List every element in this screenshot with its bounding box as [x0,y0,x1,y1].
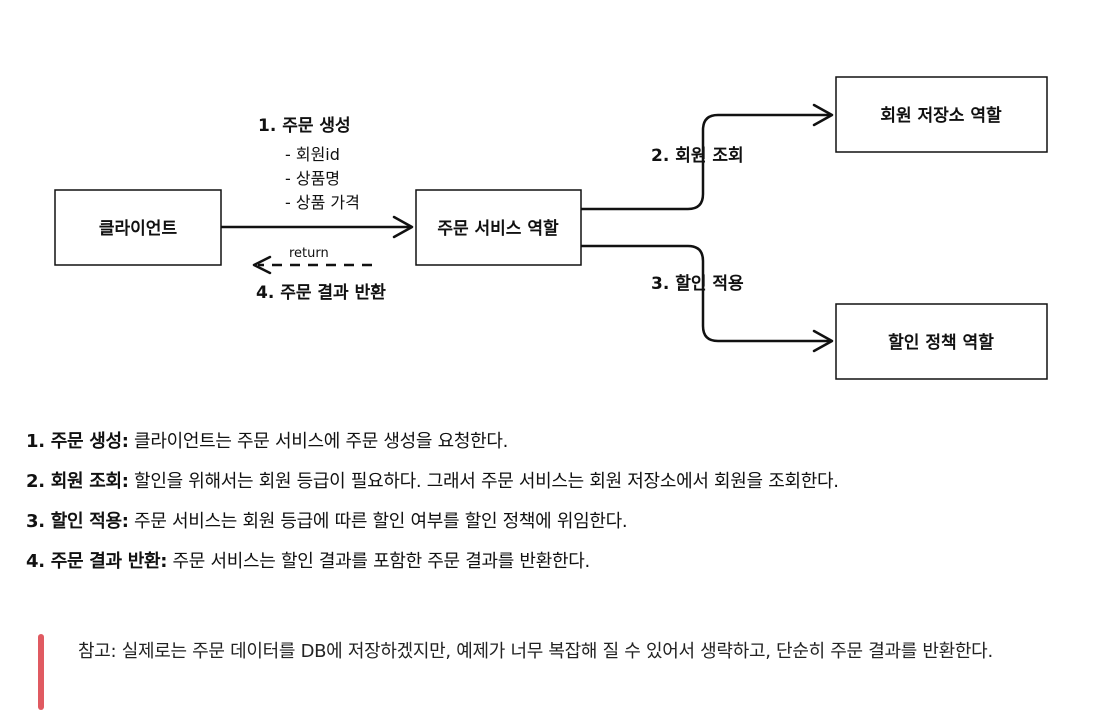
node-member-repository-label: 회원 저장소 역할 [880,106,1002,126]
edge-return-result: return 4. 주문 결과 반환 [252,246,386,303]
node-client-label: 클라이언트 [99,219,178,239]
step-item: 2. 회원 조회: 할인을 위해서는 회원 등급이 필요하다. 그래서 주문 서… [26,462,1096,502]
edge-return-result-title: 4. 주문 결과 반환 [256,283,386,303]
step-description: 할인을 위해서는 회원 등급이 필요하다. 그래서 주문 서비스는 회원 저장소… [128,471,839,492]
edge-apply-discount-title: 3. 할인 적용 [651,274,744,294]
step-heading: 4. 주문 결과 반환: [26,551,168,572]
step-description: 주문 서비스는 회원 등급에 따른 할인 여부를 할인 정책에 위임한다. [128,511,628,532]
arrowhead-return [252,255,272,275]
node-discount-policy-label: 할인 정책 역할 [888,333,994,353]
step-item: 1. 주문 생성: 클라이언트는 주문 서비스에 주문 생성을 요청한다. [26,422,1096,462]
step-item: 3. 할인 적용: 주문 서비스는 회원 등급에 따른 할인 여부를 할인 정책… [26,502,1096,542]
arrowhead-apply-discount [812,329,834,353]
note-callout: 참고: 실제로는 주문 데이터를 DB에 저장하겠지만, 예제가 너무 복잡해 … [38,632,1088,712]
note-accent-bar [38,634,44,710]
edge-create-order-title: 1. 주문 생성 [258,116,351,136]
edge-create-order: 1. 주문 생성 - 회원id - 상품명 - 상품 가격 [221,116,414,239]
order-flow-diagram: 클라이언트 주문 서비스 역할 회원 저장소 역할 할인 정책 역할 1. 주문… [54,76,1048,380]
edge-param-member-id: - 회원id [285,145,340,164]
arrowhead-member-lookup [812,103,834,127]
step-description: 클라이언트는 주문 서비스에 주문 생성을 요청한다. [128,431,509,452]
node-client: 클라이언트 [54,189,222,266]
node-member-repository: 회원 저장소 역할 [835,76,1048,153]
arrowhead-create-order [392,215,414,239]
note-text: 참고: 실제로는 주문 데이터를 DB에 저장하겠지만, 예제가 너무 복잡해 … [78,641,993,662]
edge-member-lookup: 2. 회원 조회 [581,103,834,211]
step-heading: 3. 할인 적용: [26,511,129,532]
edge-param-item-price: - 상품 가격 [285,193,360,212]
edge-apply-discount: 3. 할인 적용 [581,244,834,353]
step-heading: 1. 주문 생성: [26,431,129,452]
step-description: 주문 서비스는 할인 결과를 포함한 주문 결과를 반환한다. [167,551,591,572]
edge-member-lookup-title: 2. 회원 조회 [651,146,744,166]
step-item: 4. 주문 결과 반환: 주문 서비스는 할인 결과를 포함한 주문 결과를 반… [26,542,1096,582]
edge-return-label: return [289,246,329,261]
node-discount-policy: 할인 정책 역할 [835,303,1048,380]
node-order-service-label: 주문 서비스 역할 [437,219,559,239]
step-list: 1. 주문 생성: 클라이언트는 주문 서비스에 주문 생성을 요청한다. 2.… [26,422,1096,582]
node-order-service: 주문 서비스 역할 [415,189,582,266]
edge-param-item-name: - 상품명 [285,169,340,188]
step-heading: 2. 회원 조회: [26,471,129,492]
